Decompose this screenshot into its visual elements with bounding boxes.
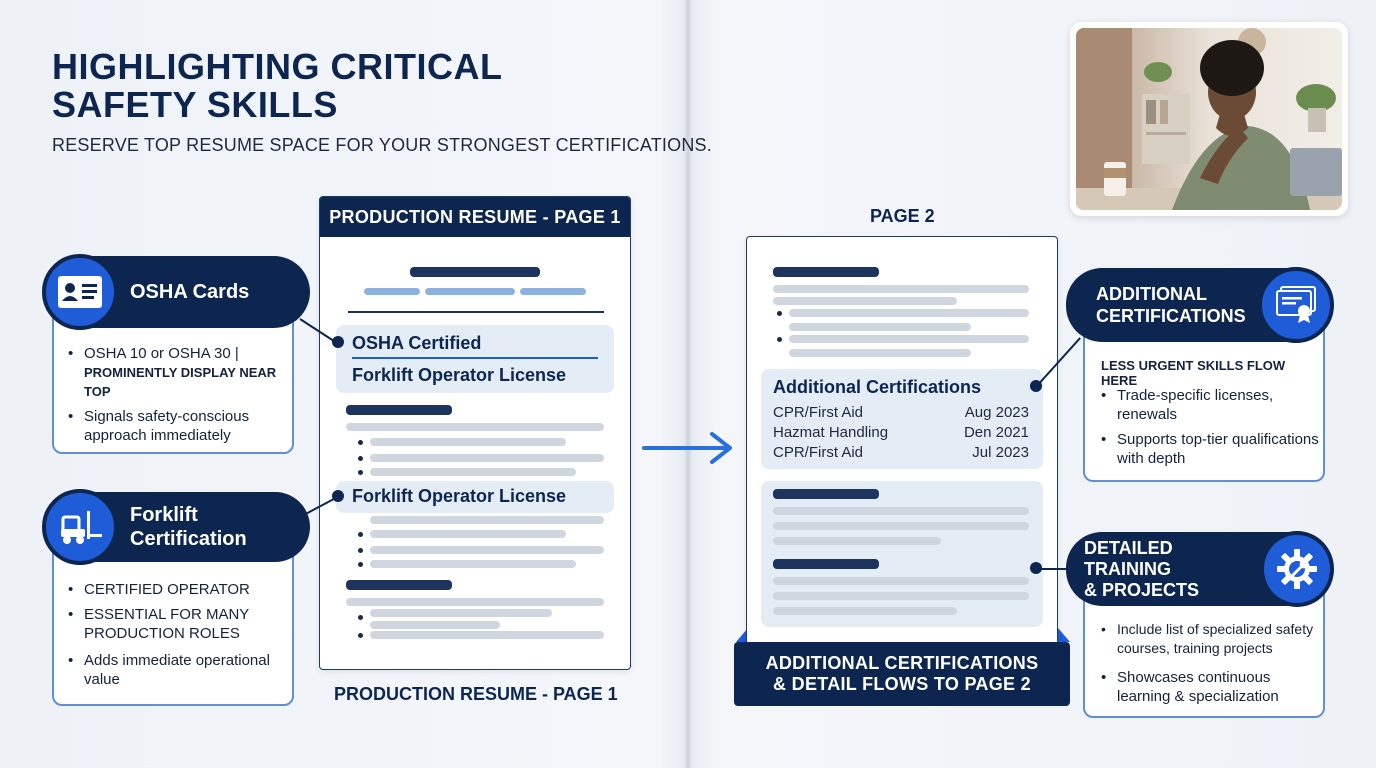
line-bar: [789, 349, 971, 357]
line-bar: [370, 438, 566, 446]
header-rule: [348, 311, 604, 313]
forklift-bullet-3: Adds immediate operational value: [68, 651, 290, 689]
line-bar: [370, 631, 604, 639]
highlight-osha-certified: OSHA Certified: [352, 333, 482, 353]
forklift-bullet-1: CERTIFIED OPERATOR: [68, 580, 290, 599]
line-bar: [773, 537, 941, 545]
training-pill-label: DETAILED TRAINING & PROJECTS: [1084, 537, 1200, 600]
page1-caption: PRODUCTION RESUME - PAGE 1: [334, 684, 618, 704]
certificate-icon: [1258, 267, 1334, 343]
contact-bar-1: [364, 288, 420, 295]
line-bar: [370, 530, 566, 538]
bullet-dot: [777, 311, 782, 316]
osha-connector-node: [332, 336, 344, 348]
section-bar-1: [346, 405, 452, 415]
line-bar: [773, 507, 1029, 515]
page-subtitle: RESERVE TOP RESUME SPACE FOR YOUR STRONG…: [52, 135, 712, 155]
additional-certifications-title: Additional Certifications: [773, 377, 982, 397]
page2-banner-wing-left: [736, 628, 748, 642]
osha-bullet-1: OSHA 10 or OSHA 30 | PROMINENTLY DISPLAY…: [68, 344, 290, 401]
section-bar: [773, 489, 879, 499]
page2-caption: PAGE 2: [870, 206, 935, 226]
osha-bullet-2: Signals safety-conscious approach immedi…: [68, 407, 290, 445]
bullet-dot: [358, 633, 363, 638]
forklift-card: CERTIFIED OPERATOR ESSENTIAL FOR MANY PR…: [52, 538, 294, 706]
training-bullet-2: Showcases continuous learning & speciali…: [1101, 668, 1327, 706]
person-photo-icon: [1070, 22, 1348, 216]
line-bar: [773, 285, 1029, 293]
line-bar: [370, 546, 604, 554]
line-bar: [346, 598, 604, 606]
line-bar: [789, 309, 1029, 317]
additional-bullet-1: Trade-specific licenses, renewals: [1101, 386, 1321, 424]
book-gutter: [684, 0, 692, 768]
line-bar: [773, 522, 1029, 530]
highlight-forklift-license-2: Forklift Operator License: [352, 486, 567, 506]
resume-page-1: PRODUCTION RESUME - PAGE 1 OSHA Certifie…: [319, 196, 631, 670]
line-bar: [370, 468, 576, 476]
additional-bullet-2: Supports top-tier qualifications with de…: [1101, 430, 1321, 468]
highlight-forklift-license: Forklift Operator License: [352, 365, 567, 385]
bullet-dot: [358, 548, 363, 553]
line-bar: [773, 592, 1029, 600]
forklift-connector-node: [332, 490, 344, 502]
line-bar: [370, 516, 604, 524]
line-bar: [370, 609, 552, 617]
line-bar: [346, 423, 604, 431]
bullet-dot: [358, 562, 363, 567]
section-bar: [773, 559, 879, 569]
additional-intro: LESS URGENT SKILLS FLOW HERE: [1101, 358, 1286, 388]
section-bar-2: [346, 580, 452, 590]
training-section: [761, 481, 1043, 627]
line-bar: [773, 577, 1029, 585]
flow-arrow-icon: [642, 432, 732, 464]
osha-pill-label: OSHA Cards: [130, 281, 250, 303]
line-bar: [789, 323, 971, 331]
bullet-dot: [358, 615, 363, 620]
page1-header: PRODUCTION RESUME - PAGE 1: [320, 197, 630, 237]
gear-wrench-icon: [1259, 531, 1334, 607]
additional-pill-label: ADDITIONAL CERTIFICATIONS: [1096, 284, 1246, 326]
training-bullet-1: Include list of specialized safety cours…: [1101, 620, 1327, 658]
bullet-dot: [777, 337, 782, 342]
forklift-pill: Forklift Certification: [42, 489, 310, 565]
forklift-bullet-2: ESSENTIAL FOR MANY PRODUCTION ROLES: [68, 605, 290, 643]
line-bar: [789, 335, 1029, 343]
name-bar: [410, 267, 540, 277]
training-connector: [1036, 568, 1086, 570]
page-title: HIGHLIGHTING CRITICAL SAFETY SKILLS: [52, 46, 503, 125]
line-bar: [370, 560, 576, 568]
training-projects-pill: DETAILED TRAINING & PROJECTS: [1066, 531, 1334, 607]
line-bar: [773, 607, 957, 615]
page2-banner: ADDITIONAL CERTIFICATIONS & DETAIL FLOWS…: [734, 642, 1070, 706]
forklift-icon: [42, 489, 118, 565]
line-bar: [370, 621, 500, 629]
osha-pill: OSHA Cards: [42, 254, 310, 330]
top-certifications-highlight: OSHA Certified Forklift Operator License: [336, 325, 614, 393]
bullet-dot: [358, 470, 363, 475]
bullet-dot: [358, 440, 363, 445]
forklift-pill-label: Forklift Certification: [130, 504, 247, 550]
line-bar: [370, 454, 604, 462]
bullet-dot: [358, 532, 363, 537]
bullet-dot: [358, 456, 363, 461]
section-bar: [773, 267, 879, 277]
line-bar: [773, 297, 957, 305]
page2-banner-wing-right: [1058, 628, 1070, 642]
contact-bar-3: [520, 288, 586, 295]
id-card-icon: [42, 254, 118, 330]
forklift-highlight: Forklift Operator License: [336, 481, 614, 513]
contact-bar-2: [425, 288, 515, 295]
additional-certifications-pill: ADDITIONAL CERTIFICATIONS: [1066, 267, 1334, 343]
